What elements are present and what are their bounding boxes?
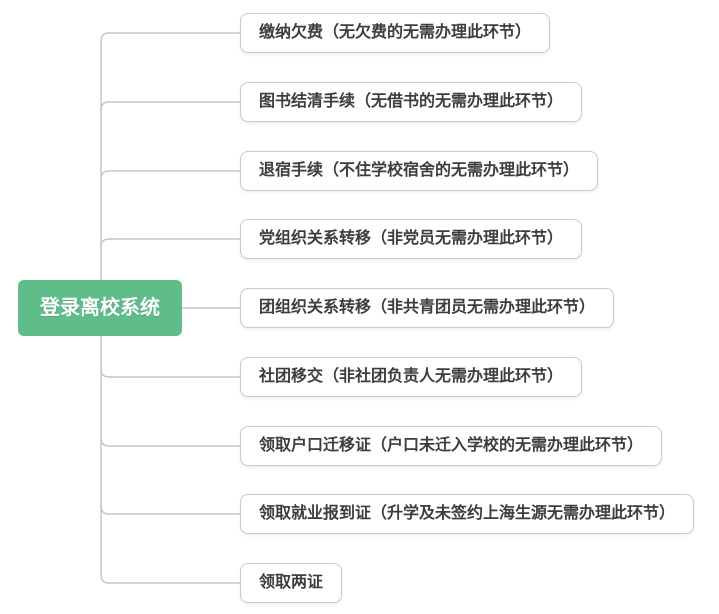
root-node[interactable]: 登录离校系统 — [18, 280, 182, 336]
connector-branch-7 — [100, 437, 240, 447]
connector-branch-3 — [100, 170, 240, 180]
branch-node-club-handover[interactable]: 社团移交（非社团负责人无需办理此环节） — [240, 357, 583, 397]
connector-branch-2 — [100, 101, 240, 111]
branch-node-pay-arrears[interactable]: 缴纳欠费（无欠费的无需办理此环节） — [240, 13, 551, 53]
branch-node-dorm-checkout[interactable]: 退宿手续（不住学校宿舍的无需办理此环节） — [240, 151, 599, 191]
connector-branch-4 — [100, 238, 240, 248]
connector-branch-8 — [100, 505, 240, 515]
branch-node-employment-report[interactable]: 领取就业报到证（升学及未签约上海生源无需办理此环节） — [240, 494, 695, 534]
branch-node-collect-two-certs[interactable]: 领取两证 — [240, 563, 343, 603]
branch-node-league-transfer[interactable]: 团组织关系转移（非共青团员无需办理此环节） — [240, 288, 615, 328]
branch-node-hukou-certificate[interactable]: 领取户口迁移证（户口未迁入学校的无需办理此环节） — [240, 426, 663, 466]
branch-node-party-transfer[interactable]: 党组织关系转移（非党员无需办理此环节） — [240, 219, 583, 259]
branch-node-library-clearance[interactable]: 图书结清手续（无借书的无需办理此环节） — [240, 82, 583, 122]
connector-branch-6 — [100, 368, 240, 378]
